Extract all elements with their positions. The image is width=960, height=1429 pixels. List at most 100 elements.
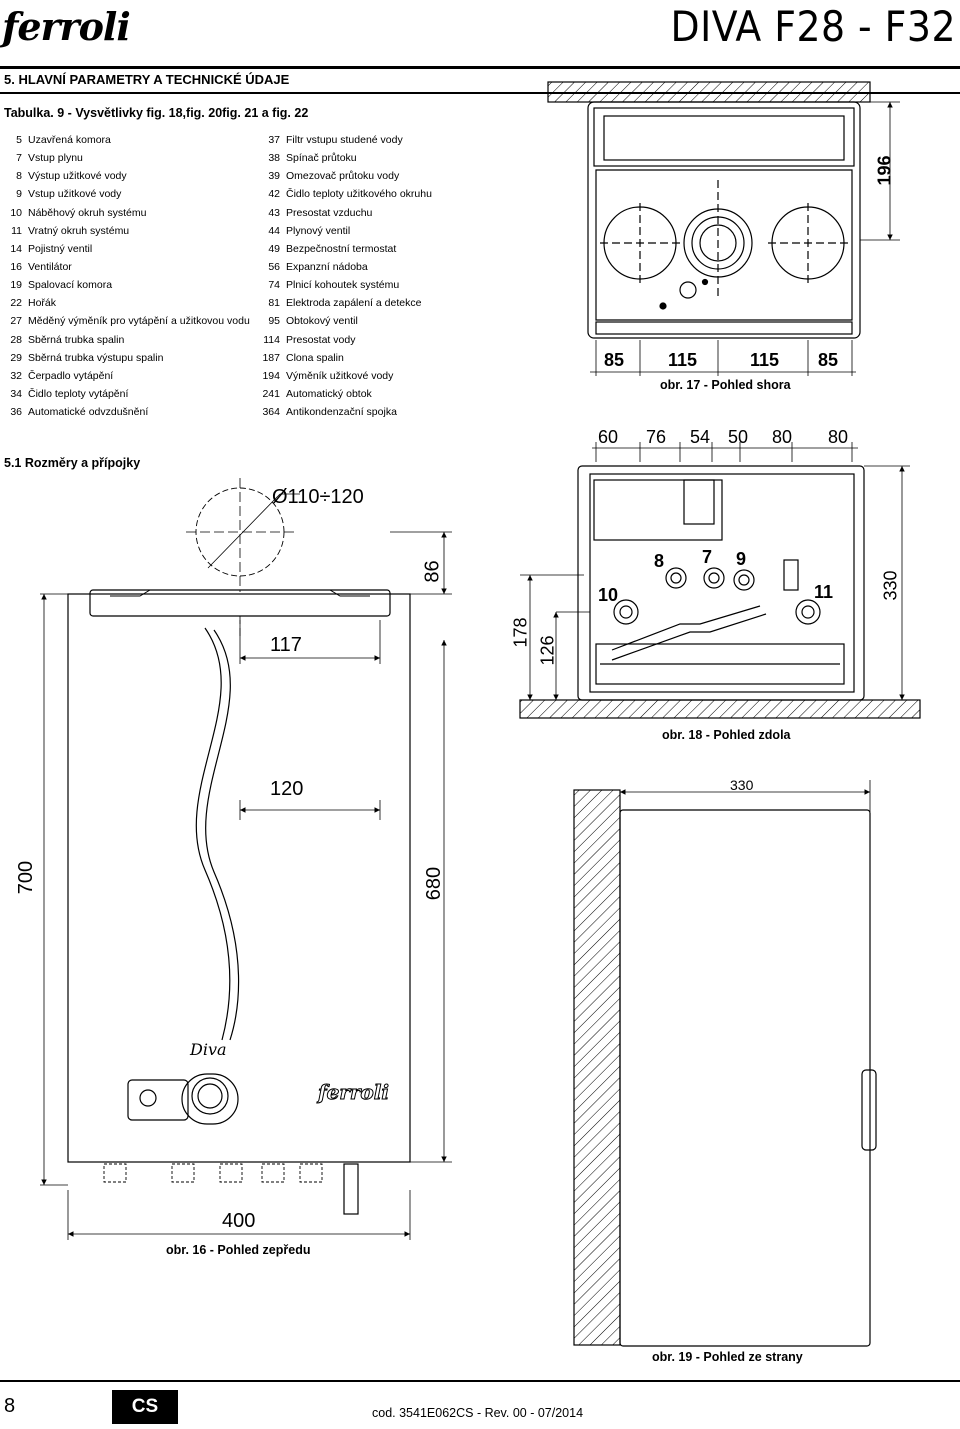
part-label: Plnicí kohoutek systému: [286, 279, 400, 292]
part-number: 22: [10, 297, 22, 310]
part-label: Náběhový okruh systému: [28, 206, 147, 219]
part-row: 364 Antikondenzační spojka: [258, 403, 432, 421]
fig19-side-view: [573, 780, 877, 1347]
part-number: 95: [268, 315, 280, 328]
part-number: 14: [10, 242, 22, 255]
part-number: 9: [16, 188, 22, 201]
part-row: 28 Sběrná trubka spalin: [0, 331, 250, 349]
part-row: 29 Sběrná trubka výstupu spalin: [0, 349, 250, 367]
part-number: 28: [10, 333, 22, 346]
fig18-label-7: 7: [702, 547, 713, 567]
fig16-dim-680: 680: [423, 866, 446, 901]
fig18-dim-330: 330: [880, 570, 901, 601]
fig18-dim-80a: 80: [772, 427, 793, 447]
part-number: 364: [262, 406, 280, 419]
part-label: Měděný výměník pro vytápění a užitkovou …: [28, 315, 250, 328]
part-label: Presostat vody: [286, 333, 356, 346]
fig16-dim-400: 400: [222, 1210, 256, 1232]
part-number: 187: [262, 351, 280, 364]
header-rule: [0, 66, 960, 69]
part-label: Spalovací komora: [28, 279, 113, 292]
fig16-dim-117: 117: [270, 634, 302, 656]
part-label: Sběrná trubka spalin: [28, 333, 125, 346]
part-number: 241: [262, 387, 280, 400]
part-label: Clona spalin: [286, 351, 344, 364]
fig18-dim-50: 50: [728, 427, 749, 447]
fig17-caption: obr. 17 - Pohled shora: [660, 378, 791, 392]
part-number: 56: [268, 260, 280, 273]
fig16-caption: obr. 16 - Pohled zepředu: [166, 1243, 311, 1257]
part-number: 34: [10, 387, 22, 400]
part-label: Čidlo teploty užitkového okruhu: [286, 188, 432, 201]
fig17-dim-115b: 115: [750, 350, 780, 370]
part-label: Antikondenzační spojka: [286, 406, 397, 419]
part-row: 241 Automatický obtok: [258, 385, 432, 403]
part-number: 44: [268, 224, 280, 237]
part-row: 187 Clona spalin: [258, 349, 432, 367]
section-rule: [0, 92, 960, 94]
language-badge: CS: [112, 1390, 178, 1424]
fig16-signature: Diva: [190, 1040, 227, 1059]
part-number: 19: [10, 279, 22, 292]
part-label: Pojistný ventil: [28, 242, 93, 255]
part-number: 43: [268, 206, 280, 219]
table-caption: Tabulka. 9 - Vysvětlivky fig. 18,fig. 20…: [4, 106, 309, 120]
part-label: Spínač průtoku: [286, 152, 357, 165]
fig16-front-view: [40, 478, 452, 1240]
part-number: 16: [10, 260, 22, 273]
part-label: Výstup užitkové vody: [28, 170, 127, 183]
part-number: 7: [16, 152, 22, 165]
dimensions-title: 5.1 Rozměry a přípojky: [4, 456, 141, 470]
part-label: Čidlo teploty vytápění: [28, 387, 129, 400]
part-row: 32 Čerpadlo vytápění: [0, 367, 250, 385]
part-label: Výměník užitkové vody: [286, 369, 394, 382]
part-number: 38: [268, 152, 280, 165]
part-label: Omezovač průtoku vody: [286, 170, 400, 183]
part-label: Čerpadlo vytápění: [28, 369, 114, 382]
page-number: 8: [4, 1395, 16, 1417]
part-label: Automatický obtok: [286, 387, 372, 400]
part-number: 11: [11, 224, 22, 237]
footer-rule: [0, 1380, 960, 1382]
part-label: Automatické odvzdušnění: [28, 406, 149, 419]
part-label: Bezpečnostní termostat: [286, 242, 397, 255]
fig16-brand-logo: ferroli: [318, 1080, 390, 1105]
part-label: Vstup plynu: [28, 152, 83, 165]
part-row: 38 Spínač průtoku: [258, 149, 432, 167]
fig16-dim-120: 120: [270, 778, 304, 800]
fig16-flue-diameter: Ø110÷120: [272, 486, 364, 508]
part-number: 81: [268, 297, 280, 310]
part-number: 32: [10, 369, 22, 382]
part-number: 42: [268, 188, 280, 201]
part-row: 14 Pojistný ventil: [0, 240, 250, 258]
fig17-dim-196: 196: [874, 155, 895, 186]
part-label: Filtr vstupu studené vody: [286, 134, 403, 146]
part-number: 74: [268, 279, 280, 292]
part-label: Sběrná trubka výstupu spalin: [28, 351, 164, 364]
fig17-dim-115a: 115: [668, 350, 698, 370]
part-number: 49: [268, 242, 280, 255]
part-row: 74 Plnicí kohoutek systému: [258, 276, 432, 294]
fig18-dim-126: 126: [537, 635, 558, 666]
fig18-dim-60: 60: [598, 427, 619, 447]
fig19-caption: obr. 19 - Pohled ze strany: [652, 1350, 803, 1364]
ferroli-logo: ferroli: [2, 4, 131, 49]
section-title: 5. HLAVNÍ PARAMETRY A TECHNICKÉ ÚDAJE: [4, 72, 290, 87]
part-number: 29: [10, 351, 22, 364]
fig18-label-11: 11: [814, 582, 834, 602]
fig18-dim-80b: 80: [828, 427, 849, 447]
document-code: cod. 3541E062CS - Rev. 00 - 07/2014: [372, 1406, 584, 1420]
